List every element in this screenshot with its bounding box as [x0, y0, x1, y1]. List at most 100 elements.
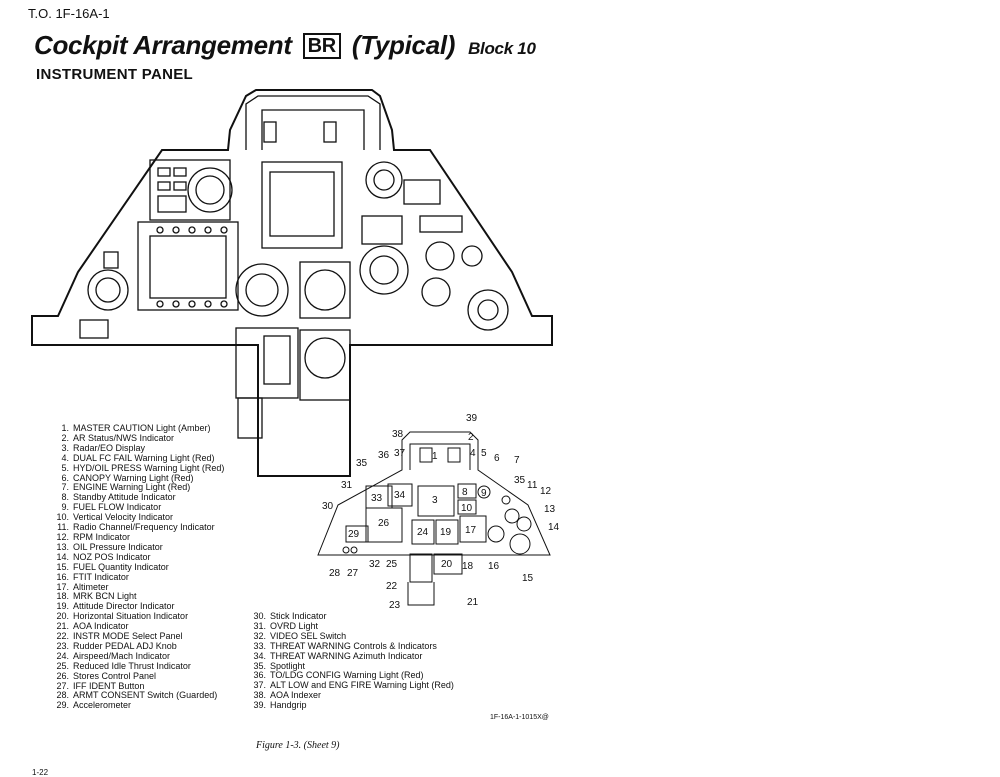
legend-item-text: RPM Indicator	[73, 531, 131, 542]
callout-18: 18	[462, 561, 474, 572]
callout-31: 31	[341, 480, 353, 491]
legend-item: 7.ENGINE Warning Light (Red)	[48, 482, 224, 493]
legend-item: 38.AOA Indexer	[245, 690, 454, 701]
callout-23: 23	[389, 600, 401, 611]
legend-item: 23.Rudder PEDAL ADJ Knob	[48, 641, 224, 652]
title-block: Block 10	[468, 39, 536, 58]
callout-7: 7	[514, 455, 520, 466]
noz-pos-dial	[421, 277, 451, 307]
legend-item: 37.ALT LOW and ENG FIRE Warning Light (R…	[245, 680, 454, 691]
legend-item: 30.Stick Indicator	[245, 611, 454, 622]
legend-item-number: 25.	[56, 660, 69, 671]
legend-item-text: CANOPY Warning Light (Red)	[73, 472, 194, 483]
callout-1: 1	[432, 451, 438, 462]
legend-item-number: 27.	[56, 680, 69, 691]
legend-item: 14.NOZ POS Indicator	[48, 551, 224, 563]
adi-frame	[299, 261, 351, 319]
legend-item: 18.MRK BCN Light	[48, 591, 224, 602]
legend-item-number: 17.	[56, 581, 69, 592]
legend-item: 9.FUEL FLOW Indicator	[48, 502, 224, 513]
callout-12: 12	[540, 486, 552, 497]
figure-caption: Figure 1-3. (Sheet 9)	[256, 740, 340, 751]
legend-item-text: Vertical Velocity Indicator	[73, 512, 174, 523]
legend-item-number: 36.	[253, 670, 266, 681]
legend-item-text: Handgrip	[270, 700, 307, 711]
legend-item: 27.IFF IDENT Button	[48, 680, 224, 692]
callout-4: 4	[470, 448, 476, 459]
callout-9: 9	[481, 488, 487, 499]
legend-item-text: NOZ POS Indicator	[73, 551, 151, 562]
legend-item-text: Stores Control Panel	[73, 670, 157, 681]
callout-19: 19	[440, 527, 452, 538]
legend-item: 20. Horizontal Situation Indicator	[48, 611, 224, 622]
legend-item-number: 39.	[253, 700, 266, 711]
callout-8: 8	[462, 487, 468, 498]
legend-item-text: THREAT WARNING Controls & Indicators	[270, 640, 437, 651]
legend-item-number: 34.	[253, 650, 266, 661]
legend-item-number: 19.	[56, 601, 69, 612]
title-badge: BR	[302, 33, 341, 59]
legend-item-number: 15.	[56, 561, 69, 572]
oil-pressure-dial	[461, 245, 483, 267]
page-title: Cockpit Arrangement BR (Typical) Block 1…	[34, 30, 536, 61]
legend-item-text: Altimeter	[73, 581, 109, 592]
key-diagram	[317, 431, 551, 606]
title-typical: (Typical)	[351, 30, 456, 60]
left-mfd-frame	[137, 221, 239, 311]
legend-item: 34. THREAT WARNING Azimuth Indicator	[245, 650, 454, 662]
callout-14: 14	[548, 522, 560, 533]
callout-11: 11	[527, 480, 538, 491]
legend-item-text: INSTR MODE Select Panel	[73, 631, 183, 642]
legend-item: 33.THREAT WARNING Controls & Indicators	[245, 640, 454, 652]
legend-item: 25.Reduced Idle Thrust Indicator	[48, 660, 224, 672]
legend-item: 8.Standby Attitude Indicator	[48, 492, 224, 503]
legend-item-text: THREAT WARNING Azimuth Indicator	[270, 650, 423, 661]
legend-item-number: 9.	[61, 502, 69, 513]
legend-item-number: 13.	[56, 541, 69, 552]
legend-item: 15. FUEL Quantity Indicator	[48, 561, 224, 573]
stores-panel	[235, 327, 299, 399]
legend-item-text: ARMT CONSENT Switch (Guarded)	[73, 690, 218, 701]
legend-item: 12.RPM Indicator	[48, 531, 224, 543]
callout-38: 38	[392, 429, 404, 440]
legend-item-text: Stick Indicator	[270, 611, 327, 621]
callout-32: 32	[369, 559, 381, 570]
callout-30: 30	[322, 501, 334, 512]
legend-item-number: 28.	[56, 690, 69, 701]
legend-item-text: Horizontal Situation Indicator	[73, 611, 189, 622]
legend-item: 11.Radio Channel/Frequency Indicator	[48, 522, 224, 533]
legend-item-text: Radar/EO Display	[73, 442, 146, 453]
legend-item-number: 29.	[56, 700, 69, 711]
legend-item-number: 21.	[56, 621, 69, 632]
callout-5: 5	[481, 448, 487, 459]
callout-35b: 35	[514, 475, 526, 486]
callout-16: 16	[488, 561, 500, 572]
legend-item-text: ALT LOW and ENG FIRE Warning Light (Red)	[270, 680, 454, 691]
airspeed-dial	[235, 263, 289, 317]
legend-item-number: 22.	[56, 631, 69, 642]
fuel-qty-dial	[467, 289, 509, 331]
standby-attitude-dial	[187, 167, 233, 213]
legend-item: 1.MASTER CAUTION Light (Amber)	[48, 423, 224, 434]
legend-item-number: 5.	[61, 462, 69, 473]
callout-35a: 35	[356, 458, 368, 469]
legend-item-text: AOA Indexer	[270, 690, 322, 701]
callout-17: 17	[465, 525, 477, 536]
callout-22: 22	[386, 581, 398, 592]
legend-item: 32.VIDEO SEL Switch	[245, 631, 454, 642]
callout-28: 28	[329, 568, 341, 579]
legend-item-text: TO/LDG CONFIG Warning Light (Red)	[270, 670, 424, 681]
legend-item-number: 8.	[61, 492, 69, 503]
legend-item-number: 35.	[253, 660, 266, 671]
legend-item-text: AOA Indicator	[73, 621, 129, 632]
callout-15: 15	[522, 573, 534, 584]
legend-item-number: 20.	[56, 611, 69, 622]
legend-item: 28. ARMT CONSENT Switch (Guarded)	[48, 691, 224, 701]
legend-item: 2.AR Status/NWS Indicator	[48, 433, 224, 444]
legend-item-text: FUEL Quantity Indicator	[73, 561, 169, 572]
callout-6: 6	[494, 453, 500, 464]
callout-33: 33	[371, 493, 383, 504]
title-main: Cockpit Arrangement	[34, 30, 292, 60]
legend-item: 31.OVRD Light	[245, 621, 454, 632]
